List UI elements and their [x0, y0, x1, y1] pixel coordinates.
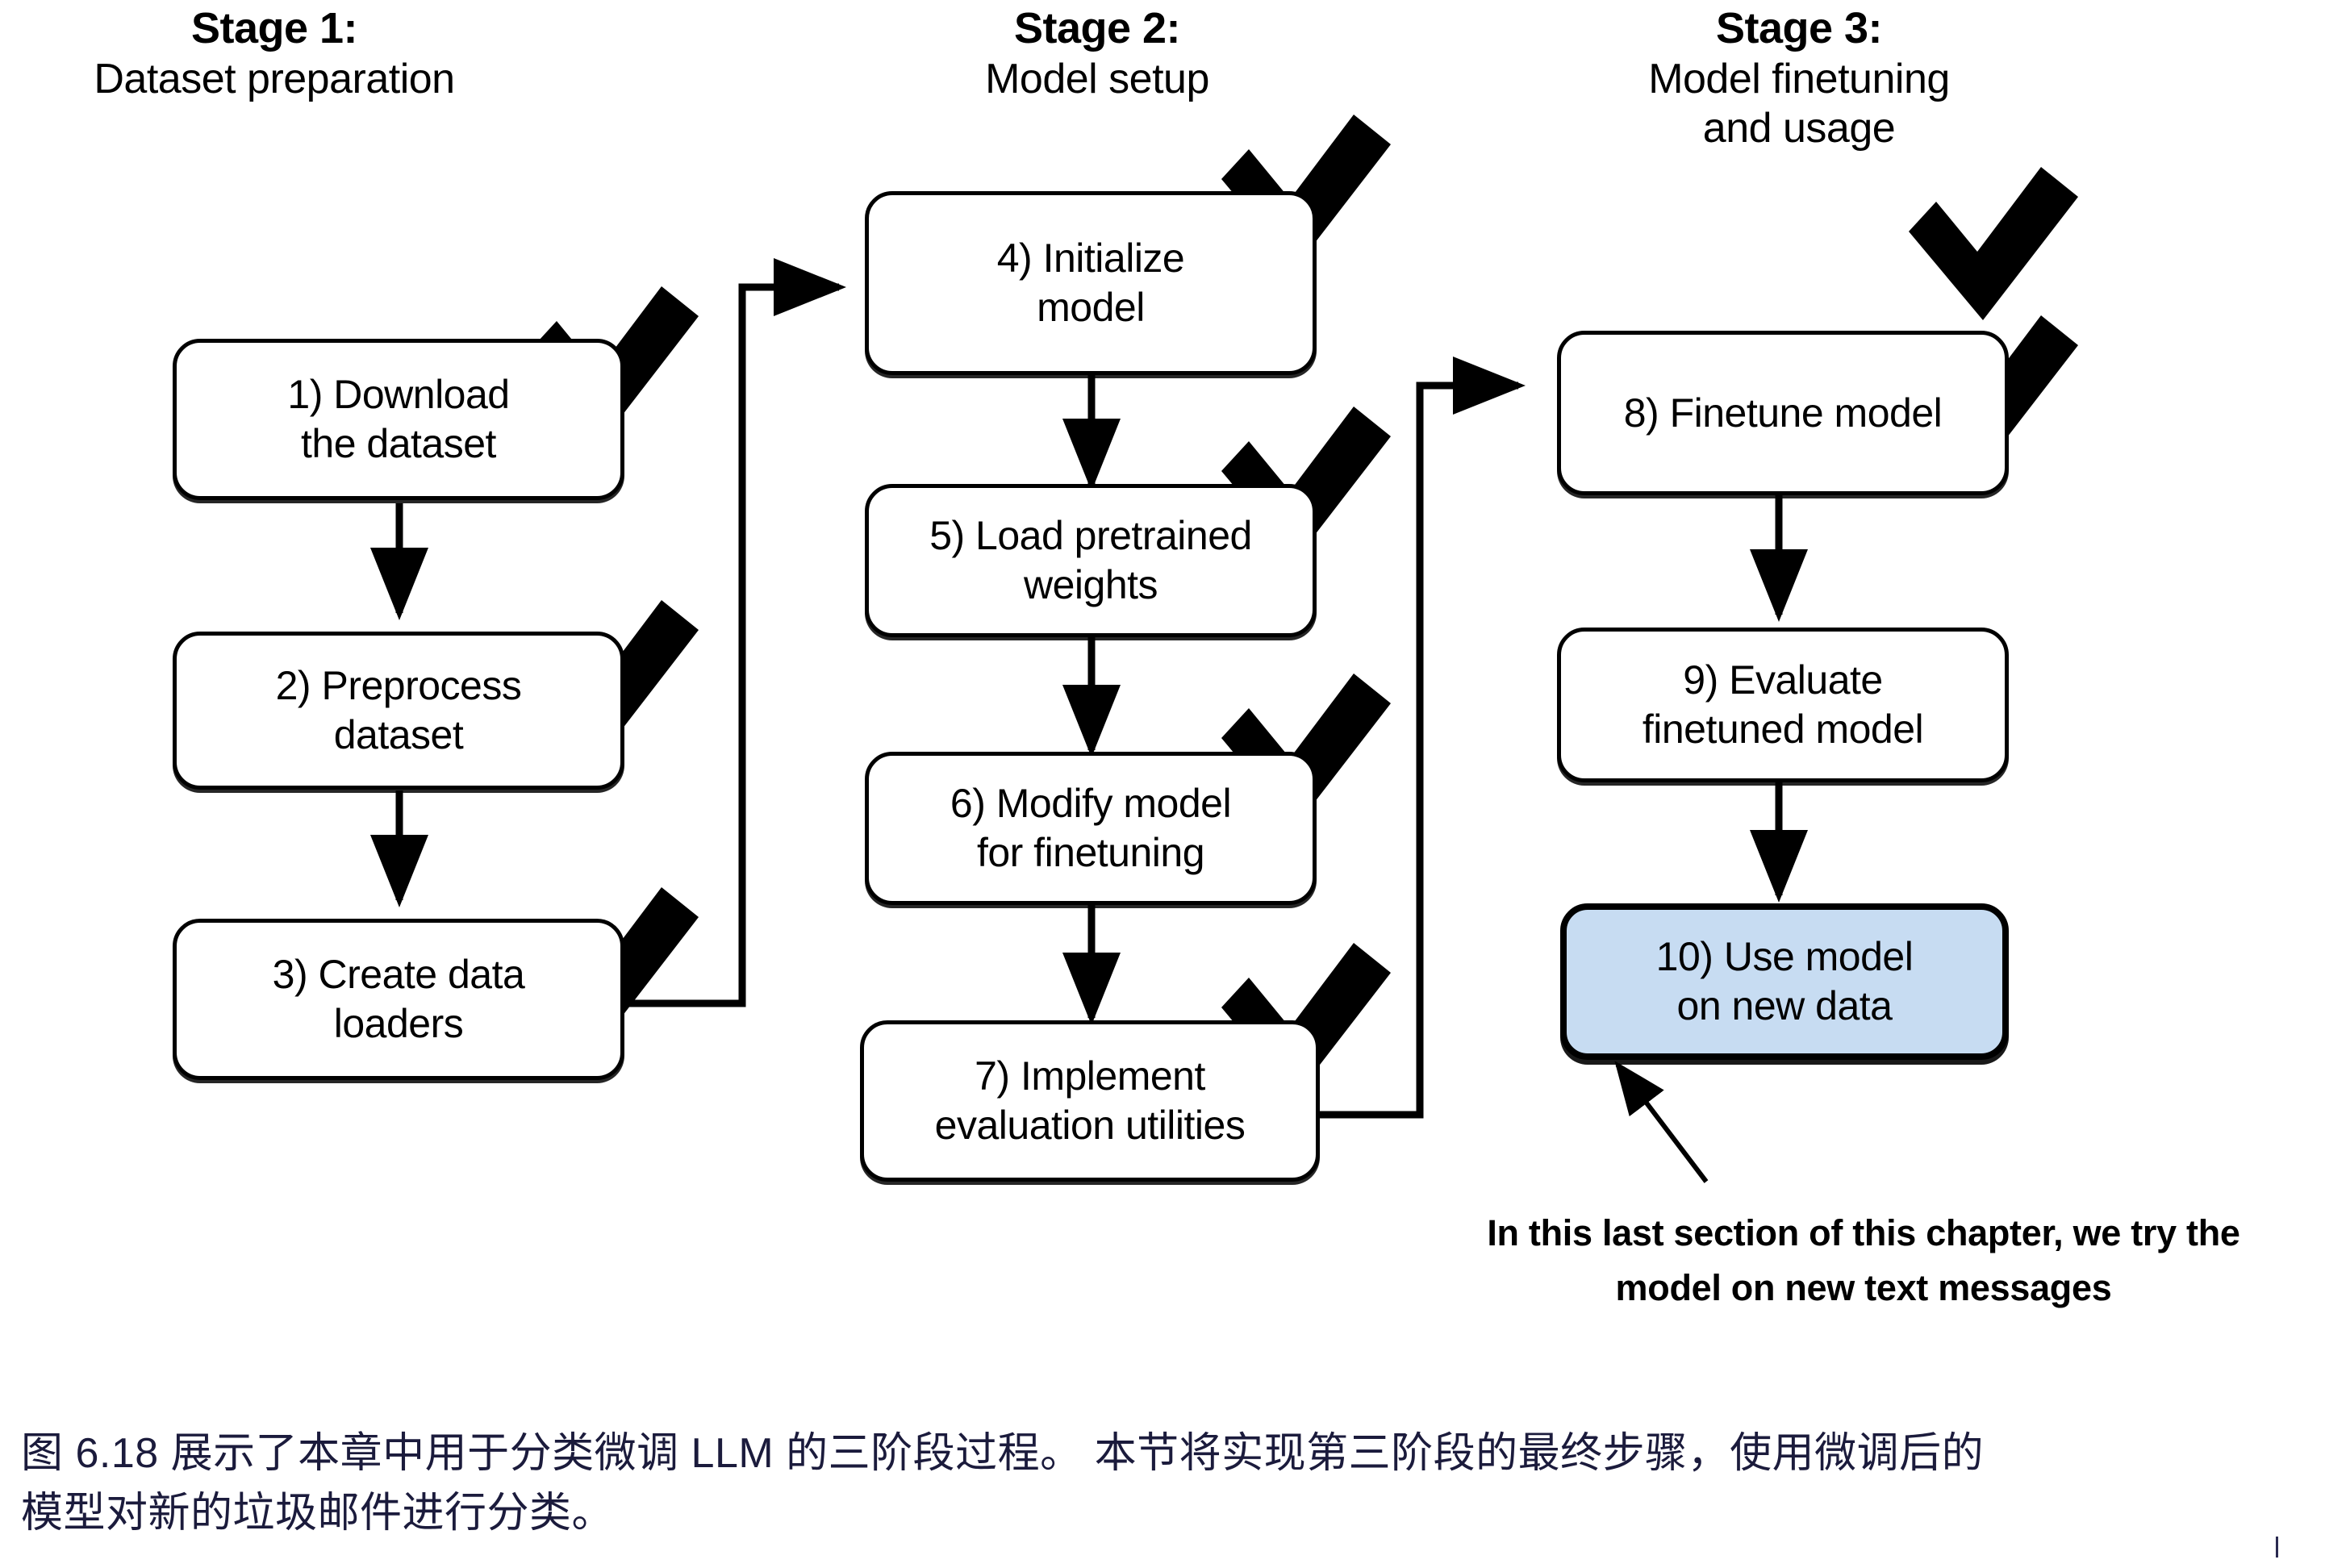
node-4-line-1: 4) Initialize	[996, 236, 1185, 281]
stage-2-description: Model setup	[985, 55, 1209, 102]
node-9-line-1: 9) Evaluate	[1683, 657, 1883, 703]
node-5-line-2: weights	[1023, 562, 1158, 607]
node-4-line-2: model	[1037, 285, 1145, 330]
node-5-load-pretrained-weights[interactable]: 5) Load pretrained weights	[865, 484, 1317, 637]
stage-1-label: Stage 1:	[190, 4, 358, 52]
stage-2-title: Stage 2: Model setup	[847, 3, 1347, 104]
stage-3-description-line2: and usage	[1702, 105, 1896, 152]
stage-3-description-line1: Model finetuning	[1648, 55, 1950, 102]
node-6-line-1: 6) Modify model	[950, 781, 1232, 826]
annotation-line-2: model on new text messages	[1615, 1266, 2112, 1308]
stage-3-label: Stage 3:	[1715, 4, 1883, 52]
node-4-initialize-model[interactable]: 4) Initialize model	[865, 191, 1317, 375]
node-7-line-2: evaluation utilities	[934, 1103, 1246, 1148]
node-8-line-1: 8) Finetune model	[1623, 390, 1943, 436]
node-7-line-1: 7) Implement	[975, 1053, 1205, 1099]
node-3-line-2: loaders	[333, 1001, 464, 1046]
node-3-create-data-loaders[interactable]: 3) Create data loaders	[173, 919, 624, 1080]
node-6-line-2: for finetuning	[976, 830, 1205, 875]
connector-stage2-to-stage3	[1315, 357, 1526, 1119]
annotation-arrow	[1614, 1061, 1709, 1183]
node-7-implement-evaluation-utilities[interactable]: 7) Implement evaluation utilities	[860, 1020, 1320, 1182]
flowchart-diagram: Stage 1: Dataset preparation Stage 2: Mo…	[24, 3, 2307, 1315]
node-2-preprocess-dataset[interactable]: 2) Preprocess dataset	[173, 632, 624, 790]
node-5-line-1: 5) Load pretrained	[929, 513, 1252, 558]
node-9-evaluate-finetuned-model[interactable]: 9) Evaluate finetuned model	[1557, 628, 2009, 782]
node-1-line-1: 1) Download	[287, 372, 510, 417]
stage-1-title: Stage 1: Dataset preparation	[24, 3, 524, 104]
checkmark-icon-node-8	[1909, 167, 2078, 320]
stage-1-description: Dataset preparation	[94, 55, 455, 102]
node-8-finetune-model[interactable]: 8) Finetune model	[1557, 331, 2009, 495]
connector-stage1-to-stage2	[623, 258, 846, 1007]
stage-3-title: Stage 3: Model finetuning and usage	[1533, 3, 2065, 153]
page-margin-mark	[2276, 1537, 2278, 1558]
node-10-line-2: on new data	[1676, 983, 1893, 1028]
annotation-note: In this last section of this chapter, we…	[1420, 1206, 2307, 1315]
node-1-line-2: the dataset	[301, 421, 496, 466]
node-10-line-1: 10) Use model	[1655, 934, 1914, 979]
stage-2-label: Stage 2:	[1013, 4, 1181, 52]
caption-line-1: 图 6.18 展示了本章中用于分类微调 LLM 的三阶段过程。 本节将实现第三阶…	[21, 1430, 1985, 1477]
node-6-modify-model-for-finetuning[interactable]: 6) Modify model for finetuning	[865, 752, 1317, 905]
figure-caption: 图 6.18 展示了本章中用于分类微调 LLM 的三阶段过程。 本节将实现第三阶…	[21, 1424, 2272, 1544]
node-10-use-model-on-new-data[interactable]: 10) Use model on new data	[1560, 903, 2009, 1060]
node-3-line-1: 3) Create data	[272, 952, 525, 997]
node-2-line-1: 2) Preprocess	[275, 663, 522, 708]
node-1-download-the-dataset[interactable]: 1) Download the dataset	[173, 339, 624, 500]
node-2-line-2: dataset	[333, 712, 464, 757]
caption-line-2: 模型对新的垃圾邮件进行分类。	[21, 1489, 615, 1537]
annotation-line-1: In this last section of this chapter, we…	[1487, 1212, 2240, 1253]
node-9-line-2: finetuned model	[1642, 707, 1924, 752]
